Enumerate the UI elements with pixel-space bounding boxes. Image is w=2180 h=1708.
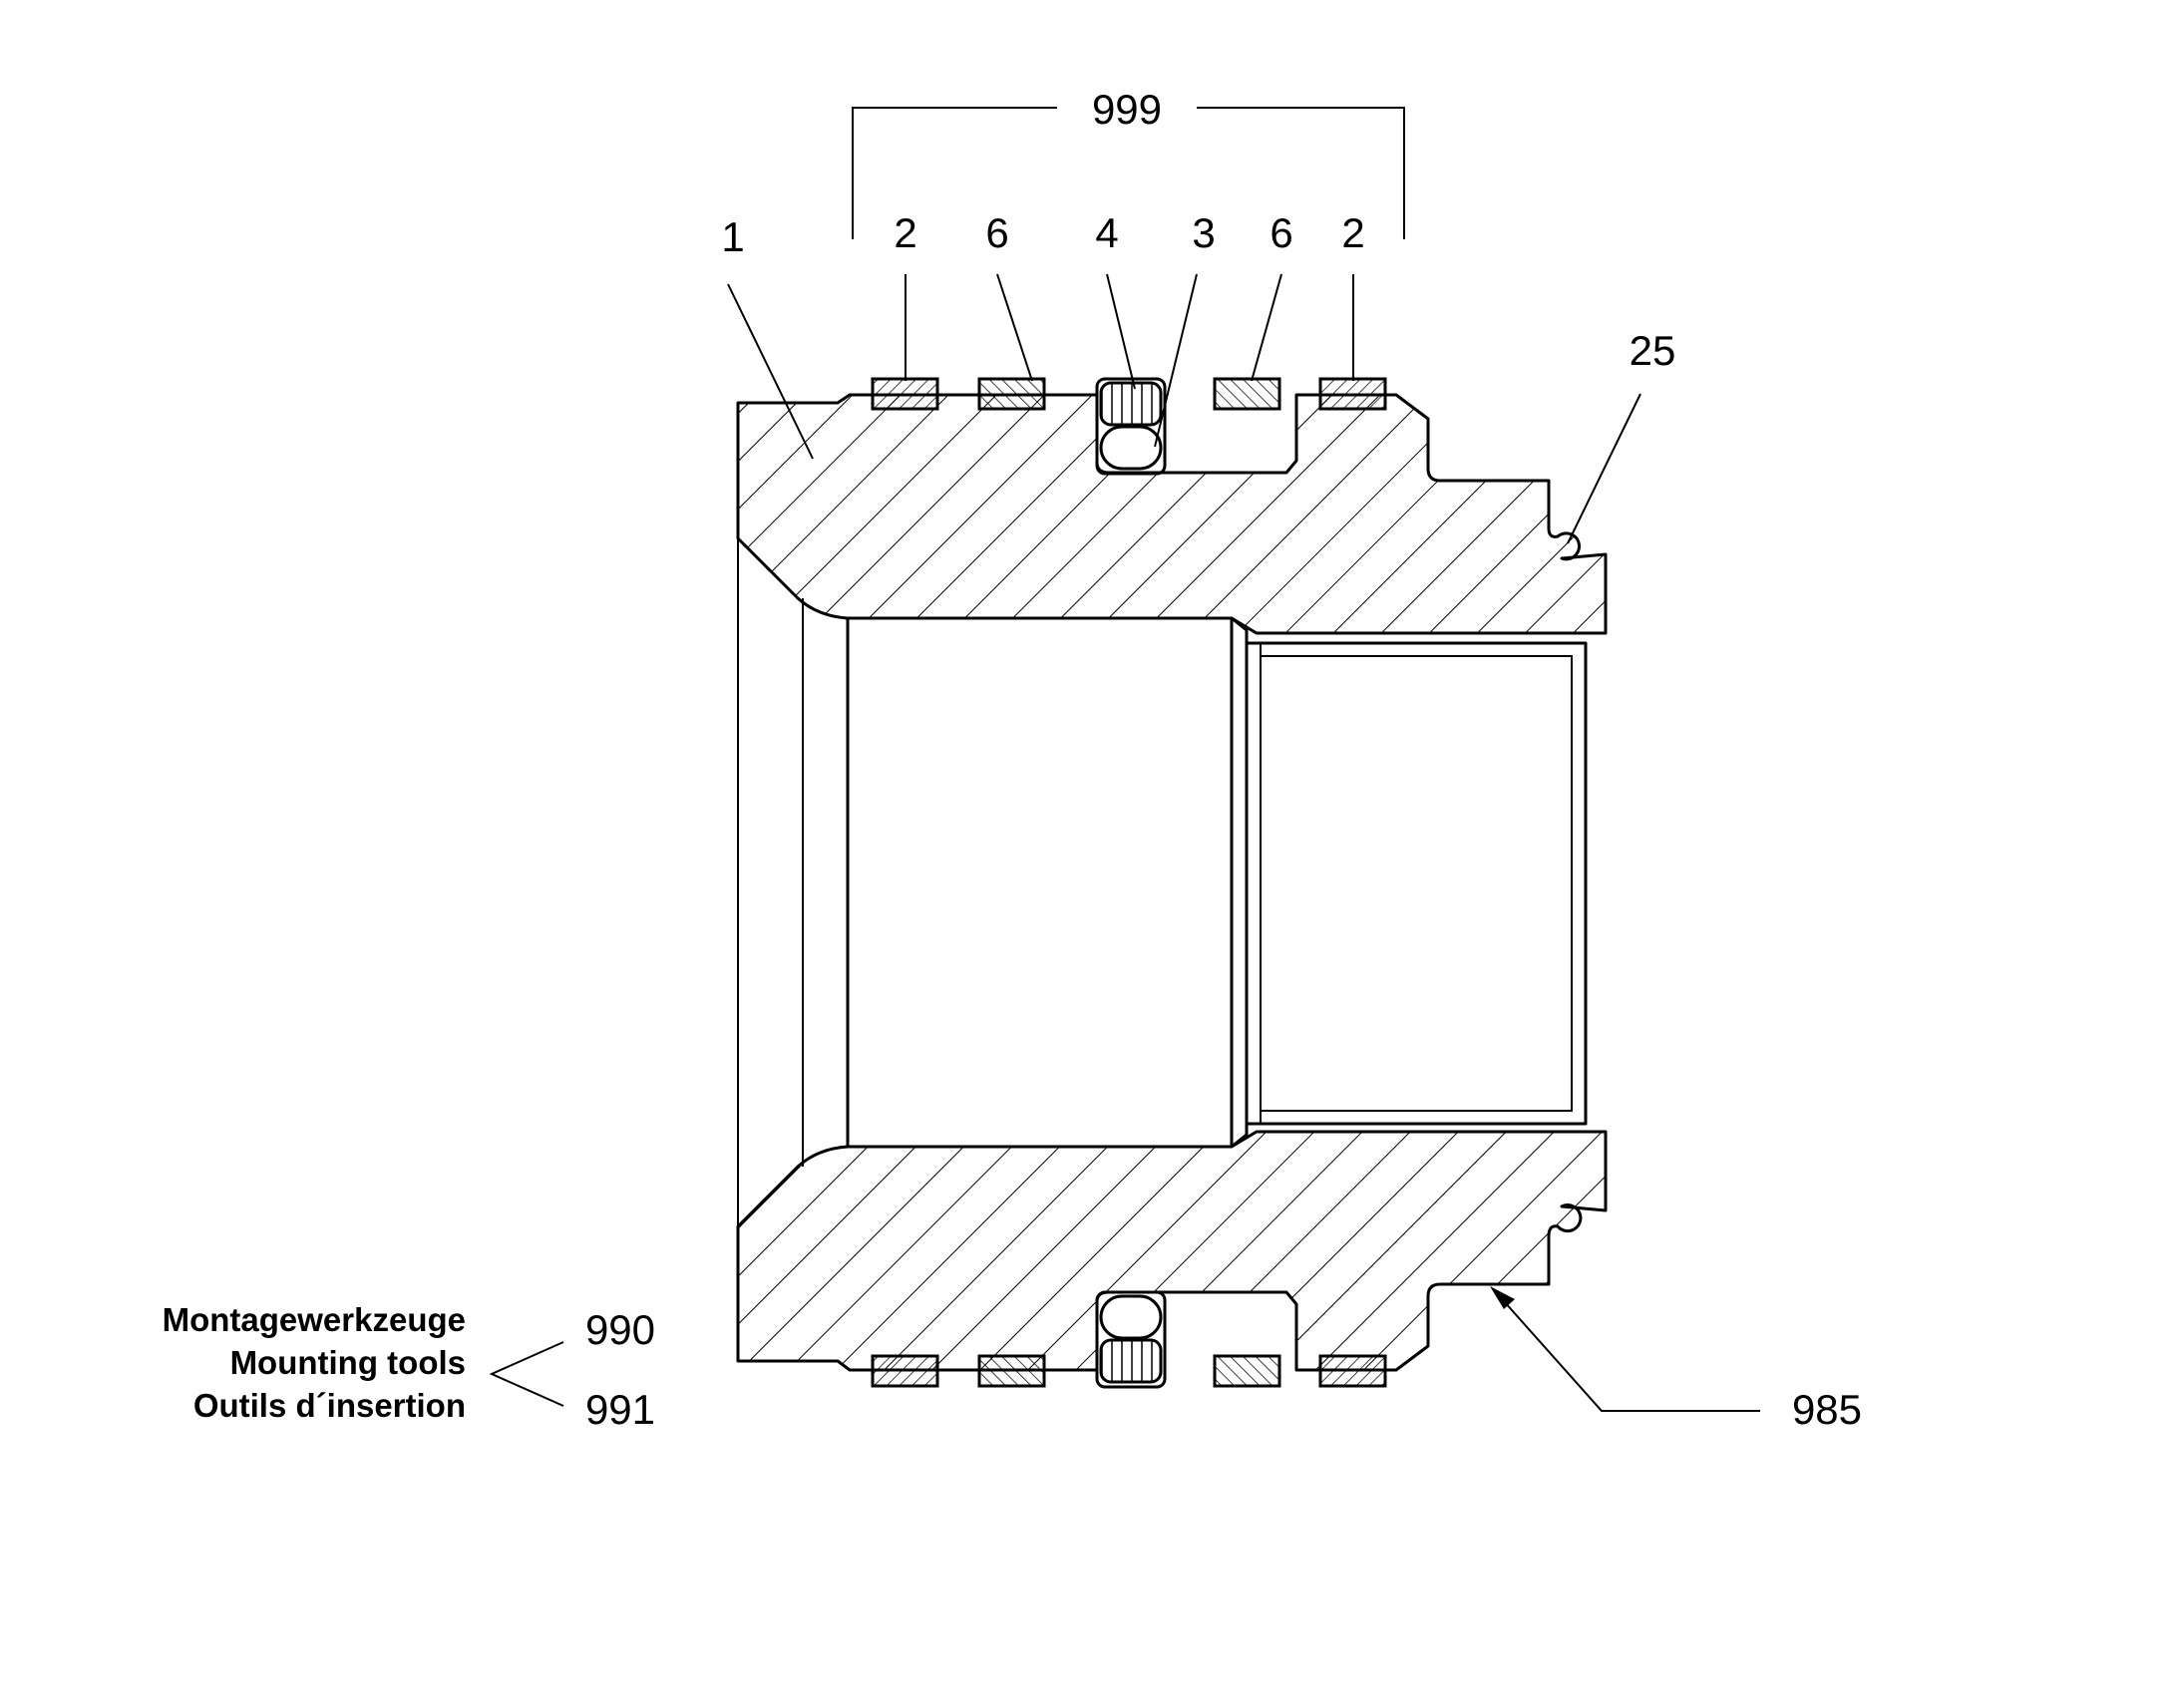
label-6-left: 6 <box>985 209 1008 256</box>
label-4: 4 <box>1095 209 1118 256</box>
label-1: 1 <box>721 213 744 260</box>
ring-2-right-bottom <box>1318 1354 1387 1388</box>
seal-part-4-top <box>1099 381 1163 427</box>
label-2-right: 2 <box>1341 209 1364 256</box>
seal-part-4-bottom <box>1099 1338 1163 1384</box>
leader-25 <box>1567 393 1641 544</box>
bore-inner-left <box>846 616 1234 1149</box>
leader-985 <box>1495 1291 1760 1412</box>
arrow-985-icon <box>1490 1286 1515 1309</box>
bore-inner-right <box>1245 641 1588 1126</box>
leader-3 <box>1154 273 1198 448</box>
leader-1 <box>727 283 814 460</box>
legend-leader <box>489 1341 564 1407</box>
ring-6-left-top <box>977 377 1046 411</box>
label-6-right: 6 <box>1270 209 1292 256</box>
body-upper-section <box>736 393 1608 635</box>
label-3: 3 <box>1192 209 1215 256</box>
label-2-left: 2 <box>894 209 916 256</box>
group-bracket <box>852 107 1405 239</box>
leader-6-left <box>996 273 1033 382</box>
oring-3-bottom <box>1099 1294 1163 1340</box>
bore-step-right <box>1230 616 1249 1149</box>
ring-6-right-top <box>1213 377 1281 411</box>
body-lower-section <box>736 1130 1608 1372</box>
bore-inner-right-chamfer <box>1260 655 1573 1112</box>
label-999: 999 <box>1092 86 1162 133</box>
legend-de: Montagewerkzeuge <box>163 1301 466 1338</box>
legend-en: Mounting tools <box>230 1344 466 1381</box>
ring-2-left-top <box>871 377 939 411</box>
seal-groove-top <box>1095 377 1167 476</box>
seal-groove-bottom <box>1095 1290 1167 1389</box>
label-25: 25 <box>1630 327 1676 374</box>
ring-6-left-bottom <box>977 1354 1046 1388</box>
ring-2-right-top <box>1318 377 1387 411</box>
leader-4 <box>1106 273 1136 390</box>
legend-fr: Outils d´insertion <box>193 1387 466 1424</box>
label-985: 985 <box>1792 1386 1862 1433</box>
oring-3-top <box>1099 425 1163 471</box>
label-990: 990 <box>585 1306 655 1353</box>
label-991: 991 <box>585 1386 655 1433</box>
leader-6-right <box>1251 273 1282 382</box>
ring-2-left-bottom <box>871 1354 939 1388</box>
ring-6-right-bottom <box>1213 1354 1281 1388</box>
